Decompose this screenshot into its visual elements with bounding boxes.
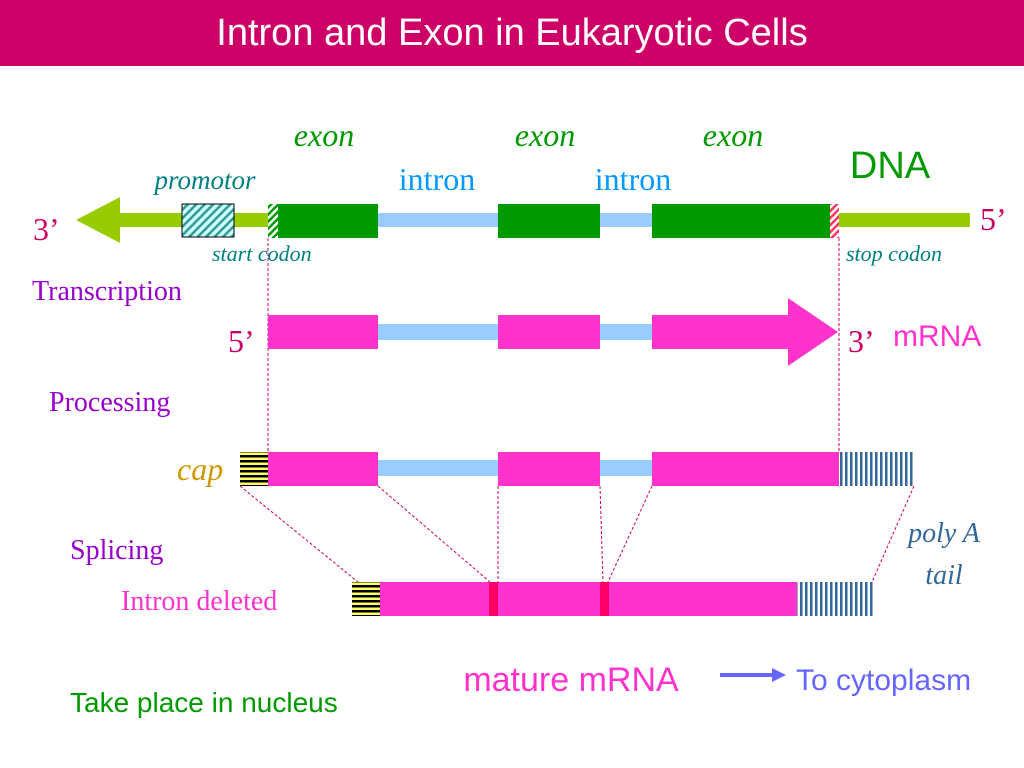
poly-a-tail-box <box>839 452 915 486</box>
mature-mrna-label: mature mRNA <box>463 661 679 699</box>
processed-exon-1 <box>268 452 378 486</box>
transcription-label: Transcription <box>32 276 182 307</box>
dna-strand <box>76 197 970 243</box>
pre-mrna-strand <box>268 298 838 366</box>
exon-label-2: exon <box>515 117 575 153</box>
pre-mrna-exon-3-arrow <box>652 298 838 366</box>
dna-backbone-tail <box>838 213 970 227</box>
splice-junction-1 <box>489 582 498 616</box>
promotor-box <box>181 203 235 238</box>
dna-exon-2 <box>498 204 600 238</box>
mature-mrna-strand <box>352 582 873 616</box>
processed-mrna-strand <box>240 452 915 486</box>
start-codon-mark <box>268 204 278 238</box>
mrna-label: mRNA <box>893 320 981 353</box>
intron-deleted-label: Intron deleted <box>121 586 277 617</box>
intron-label-1: intron <box>399 161 475 197</box>
pre-mrna-exon-1 <box>268 315 378 349</box>
page-title: Intron and Exon in Eukaryotic Cells <box>216 12 808 54</box>
to-cytoplasm-label: To cytoplasm <box>796 664 971 697</box>
mrna-5prime-label: 5’ <box>228 323 255 359</box>
poly-a-label-line1: poly A <box>906 518 981 549</box>
promotor-label: promotor <box>152 165 256 195</box>
right-arrow-icon <box>720 668 786 682</box>
dna-intron-2 <box>600 213 652 227</box>
dna-intron-1 <box>378 213 500 227</box>
pre-mrna-intron-2 <box>600 324 652 340</box>
processed-intron-2 <box>600 460 652 476</box>
nucleus-note: Take place in nucleus <box>70 687 338 718</box>
exon-label-3: exon <box>703 117 763 153</box>
mrna-3prime-label: 3’ <box>848 323 875 359</box>
title-banner: Intron and Exon in Eukaryotic Cells <box>0 0 1024 66</box>
stop-codon-label: stop codon <box>846 241 942 266</box>
dna-exon-1 <box>278 204 378 238</box>
processing-label: Processing <box>49 387 170 418</box>
splicing-label: Splicing <box>70 535 163 566</box>
stop-codon-mark <box>830 204 839 238</box>
processed-intron-1 <box>378 460 500 476</box>
dna-exon-3 <box>652 204 830 238</box>
processed-exon-3 <box>652 452 839 486</box>
cap-box <box>240 452 268 486</box>
start-codon-label: start codon <box>212 241 312 266</box>
mature-exons <box>380 582 797 616</box>
dna-5prime-label: 5’ <box>980 201 1007 237</box>
guide-lines <box>239 238 915 583</box>
processed-exon-2 <box>498 452 600 486</box>
exon-label-1: exon <box>294 117 354 153</box>
dna-3prime-label: 3’ <box>33 211 60 247</box>
intron-label-2: intron <box>595 161 671 197</box>
mature-cap-box <box>352 582 380 616</box>
cap-label: cap <box>177 451 223 487</box>
dna-label: DNA <box>850 145 931 187</box>
dna-backbone-arrow <box>76 197 268 243</box>
poly-a-label-line2: tail <box>925 560 963 591</box>
splice-junction-2 <box>600 582 609 616</box>
pre-mrna-intron-1 <box>378 324 500 340</box>
mature-poly-a-tail <box>797 582 873 616</box>
pre-mrna-exon-2 <box>498 315 600 349</box>
